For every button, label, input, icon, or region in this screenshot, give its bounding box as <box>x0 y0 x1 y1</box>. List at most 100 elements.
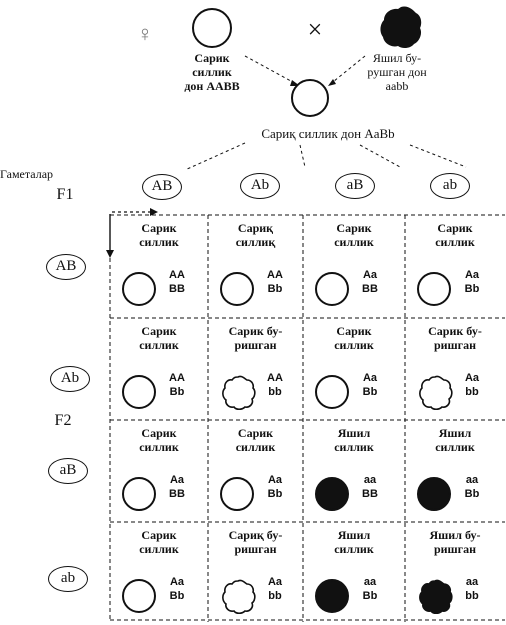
yellow-smooth-pea-icon <box>122 375 156 409</box>
cell-label-line: ришган <box>433 338 477 352</box>
female-symbol: ♀ <box>136 21 154 46</box>
cell-label-line: силлик <box>235 440 276 454</box>
cell-genotype-line: aa <box>465 576 479 588</box>
cell-label-line: Яшил <box>337 426 371 440</box>
gamete-row-2: Ab <box>50 366 90 392</box>
cell-label-line: Сарик <box>437 221 473 235</box>
yellow-wrinkled-pea-icon <box>222 375 256 411</box>
yellow-smooth-pea-icon <box>122 272 156 306</box>
cell-genotype-line: bb <box>465 590 479 602</box>
cell-genotype-line: BB <box>169 283 185 295</box>
cell-genotype-line: Bb <box>362 386 378 398</box>
cell-label-line: Сарик бу- <box>428 324 482 338</box>
parent2-label-3: aabb <box>385 79 409 93</box>
yellow-smooth-pea-icon <box>417 272 451 306</box>
f2-mark: F2 <box>54 412 72 429</box>
yellow-smooth-pea-icon <box>122 579 156 613</box>
cell-label-line: Сарик <box>141 324 177 338</box>
cell-label-line: силлик <box>139 338 179 352</box>
cell-genotype-line: BB <box>362 488 378 500</box>
cell-label-line: Яшил <box>438 426 472 440</box>
cell-genotype-line: Aa <box>267 576 283 588</box>
cell-label-line: ришган <box>234 338 277 352</box>
green-smooth-pea-icon <box>315 579 349 613</box>
parent2-label-2: рушган дон <box>367 65 427 79</box>
gamete-row-3: aB <box>48 458 88 484</box>
gametes-label: Гаметалар <box>0 167 54 181</box>
cross-symbol: × <box>307 15 323 44</box>
yellow-smooth-pea-icon <box>220 477 254 511</box>
cell-label-line: силлик <box>139 440 179 454</box>
gamete-row-4: ab <box>48 566 88 592</box>
cell-genotype-line: BB <box>169 488 185 500</box>
cell-genotype-line: Bb <box>267 488 283 500</box>
cell-genotype-line: Bb <box>464 488 480 500</box>
cell-label-line: Сарик <box>141 221 177 235</box>
parent1-label-3: дон ААВВ <box>184 79 240 93</box>
parent2-label-1: Яшил бу- <box>372 51 422 65</box>
yellow-wrinkled-pea-icon <box>419 375 453 411</box>
cell-genotype-line: Aa <box>267 474 283 486</box>
cell-genotype-line: AA <box>267 372 283 384</box>
cell-label-line: Сарик <box>141 528 177 542</box>
gamete-col-ab-lower: ab <box>430 173 470 199</box>
gamete-col-ab-mixed: Ab <box>240 173 280 199</box>
cell-genotype-line: Aa <box>169 474 185 486</box>
cell-label-line: силлик <box>334 542 374 556</box>
cell-label-line: ришган <box>234 542 277 556</box>
cell-label-line: силлиқ <box>235 235 276 249</box>
cell-label-line: Яшил бу- <box>429 528 481 542</box>
cell-genotype-line: Bb <box>169 590 185 602</box>
cell-label-line: Сарик <box>141 426 177 440</box>
cell-genotype-line: bb <box>465 386 479 398</box>
yellow-smooth-pea-icon <box>122 477 156 511</box>
green-smooth-pea-icon <box>315 477 349 511</box>
gamete-col-ab-upper: AB <box>142 174 182 200</box>
cell-genotype-line: Aa <box>362 269 378 281</box>
cell-genotype-line: Bb <box>464 283 480 295</box>
green-smooth-pea-icon <box>417 477 451 511</box>
yellow-smooth-pea-icon <box>315 375 349 409</box>
yellow-smooth-pea-icon <box>220 272 254 306</box>
cell-genotype-line: Aa <box>464 269 480 281</box>
cell-genotype-line: Aa <box>464 372 480 384</box>
cell-genotype-line: aa <box>465 474 479 486</box>
cell-genotype-line: Bb <box>267 283 283 295</box>
cell-label-line: Сарик <box>336 324 372 338</box>
f1-mark: F1 <box>56 186 74 203</box>
cell-genotype-line: Bb <box>362 590 378 602</box>
cell-label-line: Яшил <box>337 528 371 542</box>
gamete-col-ab-lower-upper: aB <box>335 173 375 199</box>
parent1-pea-icon <box>192 8 232 48</box>
cell-genotype-line: bb <box>268 386 282 398</box>
gamete-row-1: AB <box>46 254 86 280</box>
cell-genotype-line: Bb <box>169 386 185 398</box>
yellow-smooth-pea-icon <box>315 272 349 306</box>
cell-label-line: Сарик бу- <box>228 324 283 338</box>
cell-label-line: Сарик <box>336 221 372 235</box>
cell-genotype-line: aa <box>363 474 377 486</box>
cell-genotype-line: Aa <box>169 576 185 588</box>
cell-genotype-line: BB <box>362 283 378 295</box>
f1-label: Сариқ силлик дон AaBb <box>261 126 395 141</box>
cell-genotype-line: Aa <box>362 372 378 384</box>
cell-genotype-line: bb <box>268 590 282 602</box>
parent2-pea-icon <box>380 6 422 49</box>
cell-label-line: ришган <box>433 542 477 556</box>
cell-label-line: силлик <box>139 542 179 556</box>
cell-label-line: силлик <box>139 235 179 249</box>
yellow-wrinkled-pea-icon <box>222 579 256 615</box>
cell-genotype-line: AA <box>169 372 185 384</box>
cell-label-line: силлик <box>334 235 374 249</box>
cell-label-line: Сариқ бу- <box>228 528 283 542</box>
green-wrinkled-pea-icon <box>419 579 453 615</box>
parent1-label-2: силлик <box>192 65 232 79</box>
cell-label-line: силлик <box>435 440 475 454</box>
cell-genotype-line: AA <box>169 269 185 281</box>
cell-label-line: силлик <box>334 338 374 352</box>
cell-label-line: Сариқ <box>237 221 274 235</box>
cell-label-line: силлик <box>435 235 475 249</box>
cell-label-line: Сарик <box>237 426 274 440</box>
cell-label-line: силлик <box>334 440 374 454</box>
